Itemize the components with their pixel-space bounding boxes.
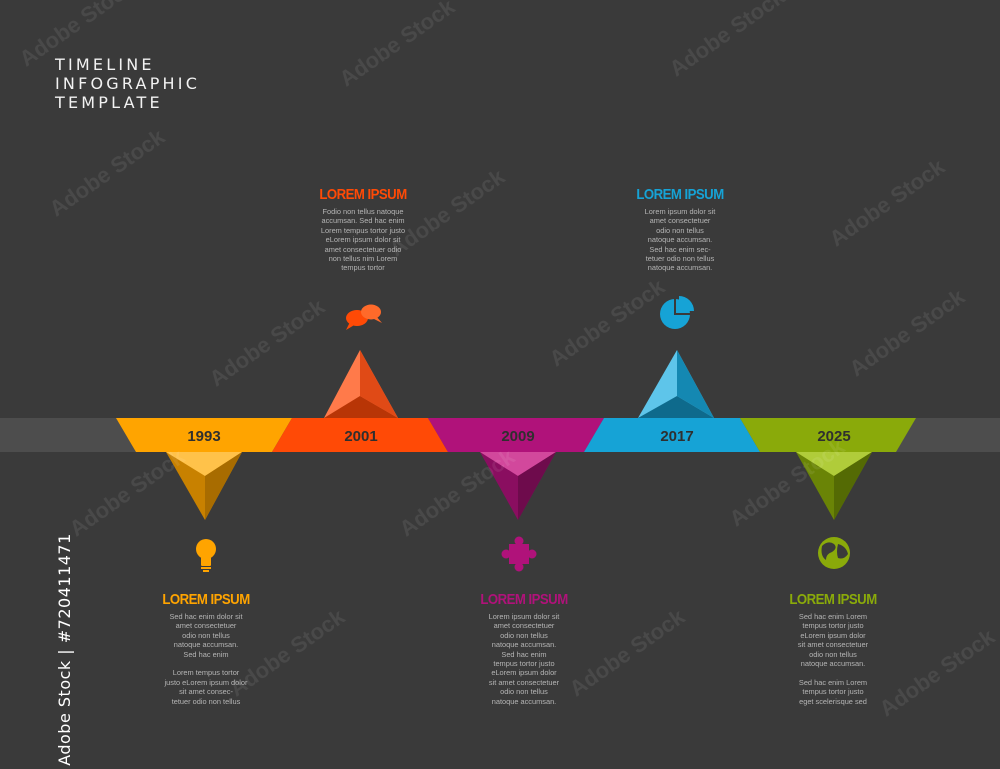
milestone-2017-body: Lorem ipsum dolor sit amet consectetuer … (644, 207, 716, 273)
milestone-2001-heading: LOREM IPSUM (319, 186, 407, 203)
milestone-1993-body: Sed hac enim dolor sit amet consectetuer… (164, 612, 248, 706)
pyramid-1993 (166, 452, 242, 520)
milestone-2025-heading: LOREM IPSUM (789, 591, 877, 608)
milestone-2001-body: Fodio non tellus natoque accumsan. Sed h… (320, 207, 406, 273)
milestone-2009-heading: LOREM IPSUM (480, 591, 568, 608)
chat-bubbles-icon (346, 304, 382, 330)
segment-2025 (740, 418, 916, 452)
milestone-2009-body: Lorem ipsum dolor sit amet consectetuer … (488, 612, 560, 706)
milestone-2009-text: LOREM IPSUM Lorem ipsum dolor sit amet c… (444, 591, 604, 706)
stock-watermark-text: Adobe Stock (54, 660, 74, 766)
title-line-1: TIMELINE (55, 55, 155, 74)
year-label-2001: 2001 (344, 428, 377, 445)
title-line-3: TEMPLATE (55, 93, 163, 112)
pie-chart-icon (660, 296, 694, 329)
segment-2017 (584, 418, 760, 452)
milestone-2025-body: Sed hac enim Lorem tempus tortor justo e… (797, 612, 869, 706)
title-line-2: INFOGRAPHIC (55, 74, 201, 93)
pyramid-2001 (324, 350, 398, 418)
milestone-2001-text: LOREM IPSUM Fodio non tellus natoque acc… (283, 186, 443, 273)
page-title: TIMELINE INFOGRAPHIC TEMPLATE (55, 55, 200, 112)
stock-id-label: Adobe Stock | #720411471 (54, 533, 74, 766)
milestone-2017-heading: LOREM IPSUM (636, 186, 724, 203)
year-label-2025: 2025 (817, 428, 850, 445)
year-label-1993: 1993 (187, 428, 220, 445)
year-label-2009: 2009 (501, 428, 534, 445)
segment-2009 (428, 418, 604, 452)
globe-icon (818, 537, 850, 569)
segment-2001 (272, 418, 448, 452)
milestone-1993-heading: LOREM IPSUM (162, 591, 250, 608)
milestone-2025-text: LOREM IPSUM Sed hac enim Lorem tempus to… (753, 591, 913, 706)
year-label-2017: 2017 (660, 428, 693, 445)
segment-1993 (116, 418, 292, 452)
pyramid-2025 (796, 452, 872, 520)
puzzle-icon (501, 536, 537, 572)
pyramid-2009 (480, 452, 556, 520)
lightbulb-icon (196, 539, 216, 572)
stock-id: #720411471 (54, 533, 74, 644)
milestone-1993-text: LOREM IPSUM Sed hac enim dolor sit amet … (126, 591, 286, 706)
pyramid-2017 (638, 350, 714, 418)
milestone-2017-text: LOREM IPSUM Lorem ipsum dolor sit amet c… (600, 186, 760, 273)
